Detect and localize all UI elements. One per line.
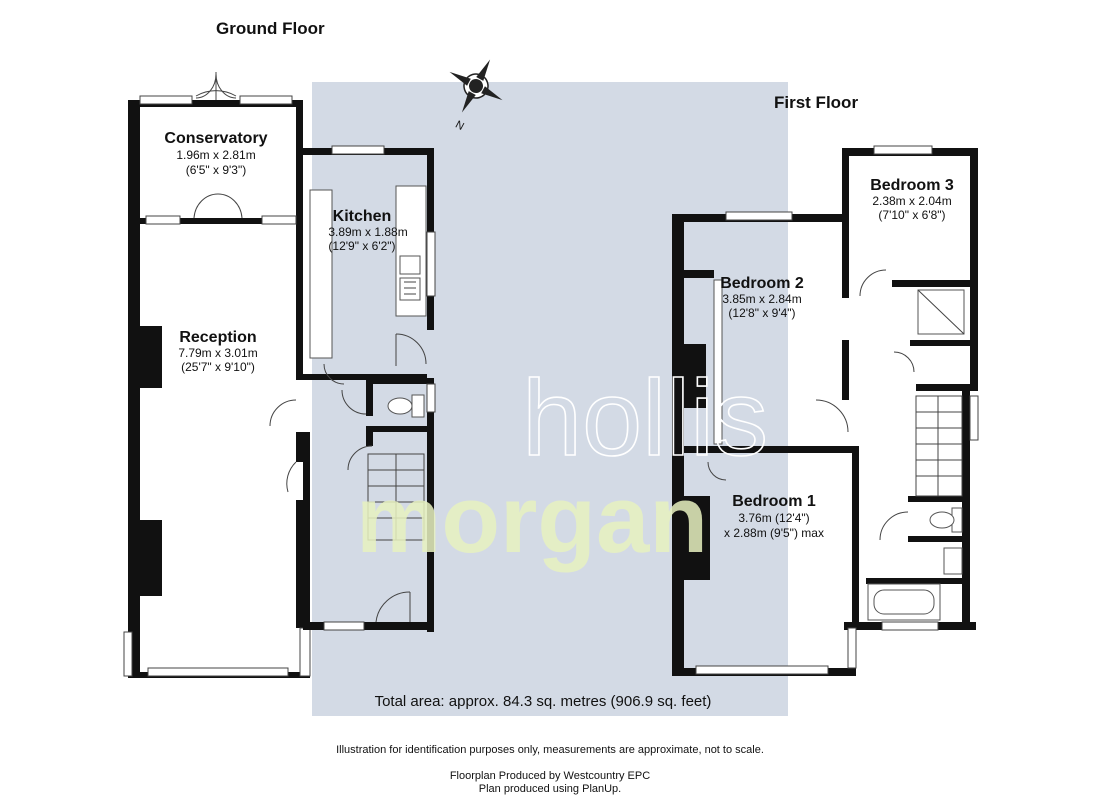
ground-floor-title: Ground Floor bbox=[216, 19, 325, 38]
conservatory-imperial: (6'5" x 9'3") bbox=[186, 163, 246, 177]
bedroom2-imperial: (12'8" x 9'4") bbox=[728, 306, 795, 320]
first-floor-title: First Floor bbox=[774, 93, 858, 112]
reception-name: Reception bbox=[179, 329, 256, 346]
bedroom1-name: Bedroom 1 bbox=[732, 493, 816, 510]
bedroom2-name: Bedroom 2 bbox=[720, 275, 804, 292]
software-text: Plan produced using PlanUp. bbox=[479, 783, 621, 795]
watermark-hollis: hollis bbox=[522, 357, 768, 478]
bedroom2-metric: 3.85m x 2.84m bbox=[722, 292, 801, 306]
watermark-morgan: morgan bbox=[356, 466, 708, 573]
disclaimer-text: Illustration for identification purposes… bbox=[336, 744, 764, 756]
bedroom1-imperial: x 2.88m (9'5") max bbox=[724, 526, 824, 540]
first-floor-plan bbox=[672, 145, 979, 676]
bedroom3-name: Bedroom 3 bbox=[870, 177, 954, 194]
reception-imperial: (25'7" x 9'10") bbox=[181, 360, 255, 374]
kitchen-name: Kitchen bbox=[333, 208, 392, 225]
conservatory-metric: 1.96m x 2.81m bbox=[176, 148, 255, 162]
conservatory-name: Conservatory bbox=[164, 130, 267, 147]
bedroom3-imperial: (7'10" x 6'8") bbox=[878, 208, 945, 222]
ground-floor-plan bbox=[123, 72, 436, 678]
total-area: Total area: approx. 84.3 sq. metres (906… bbox=[375, 693, 712, 710]
reception-metric: 7.79m x 3.01m bbox=[178, 346, 257, 360]
producer-text: Floorplan Produced by Westcountry EPC bbox=[450, 770, 650, 782]
bedroom3-metric: 2.38m x 2.04m bbox=[872, 194, 951, 208]
watermark-panel bbox=[312, 82, 788, 716]
kitchen-metric: 3.89m x 1.88m bbox=[328, 225, 407, 239]
bedroom1-metric: 3.76m (12'4") bbox=[738, 511, 809, 525]
compass-icon bbox=[449, 59, 503, 113]
kitchen-imperial: (12'9" x 6'2") bbox=[328, 239, 395, 253]
